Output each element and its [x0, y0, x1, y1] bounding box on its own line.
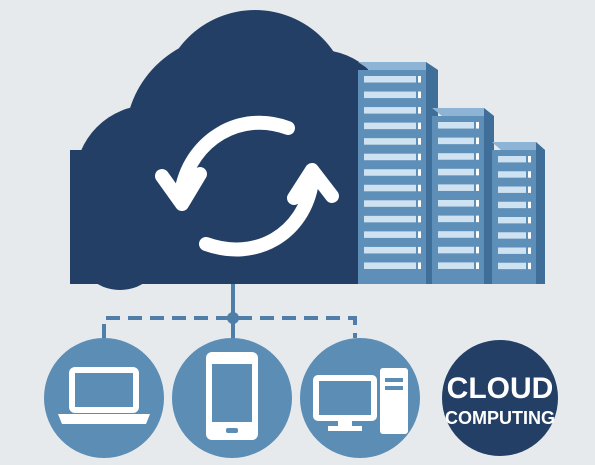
desktop-device	[300, 338, 420, 458]
server-rack	[432, 108, 494, 284]
laptop-icon	[58, 367, 150, 424]
desktop-computer-icon	[313, 368, 408, 434]
cloud-computing-badge: CLOUD COMPUTING	[442, 340, 558, 456]
tablet-device	[172, 338, 292, 458]
sync-arrows-icon	[155, 115, 339, 257]
network-connectors	[102, 284, 357, 342]
tablet-icon	[206, 352, 258, 440]
badge-line-2: COMPUTING	[445, 408, 555, 428]
server-racks-icon	[358, 62, 545, 284]
server-rack	[492, 142, 545, 284]
badge-line-1: CLOUD	[447, 372, 554, 405]
laptop-device	[44, 338, 164, 458]
server-rack	[358, 62, 438, 284]
